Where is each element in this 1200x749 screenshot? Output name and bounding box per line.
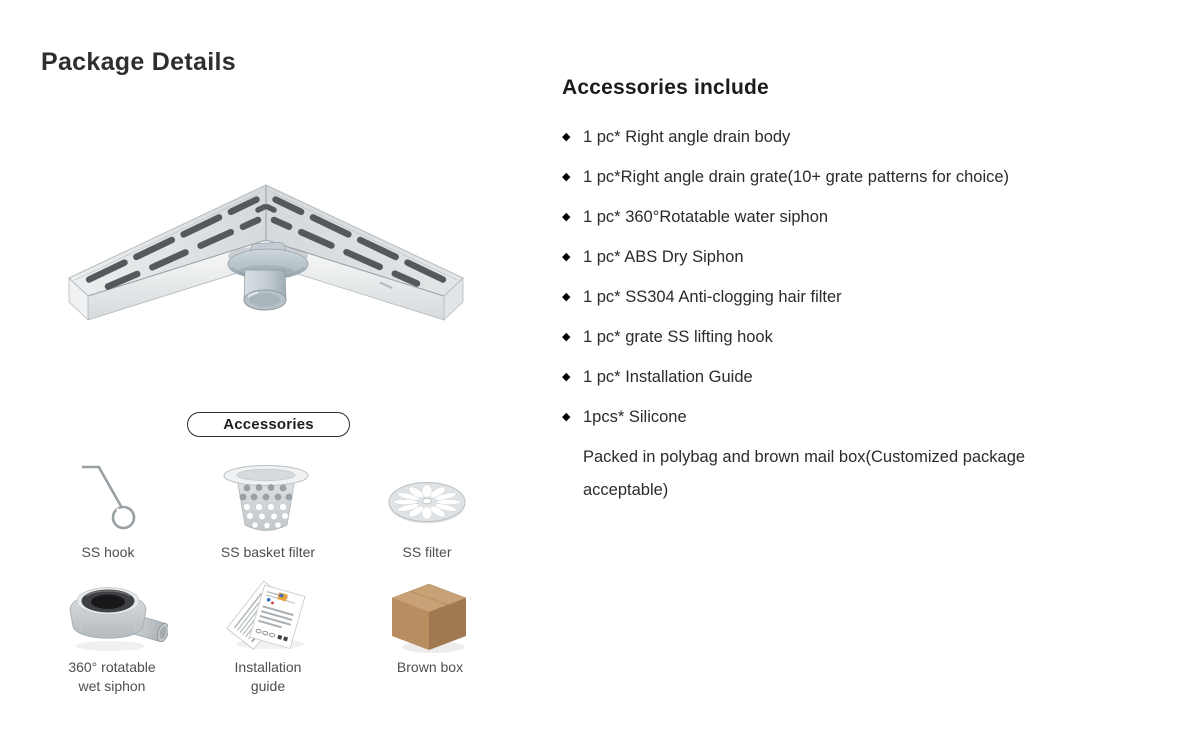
siphon-part [227, 241, 309, 311]
package-item: ◆ 1 pc* Installation Guide [562, 367, 753, 386]
accessory-label: SS filter [402, 544, 452, 560]
diamond-bullet-icon: ◆ [562, 330, 571, 343]
package-item: ◆ 1 pc* Right angle drain body [562, 127, 791, 146]
package-item: ◆ 1 pc* ABS Dry Siphon [562, 247, 744, 266]
package-note-line: acceptable) [583, 481, 669, 499]
accessories-badge-label: Accessories [223, 416, 314, 433]
accessory-label: 360° rotatable wet siphon [68, 659, 156, 694]
accessories-badge: Accessories [187, 412, 350, 437]
diamond-bullet-icon: ◆ [562, 170, 571, 183]
accessory-label: Brown box [396, 659, 464, 675]
installation-guide-image [226, 580, 306, 650]
diamond-bullet-icon: ◆ [562, 250, 571, 263]
ss-filter-image [388, 482, 466, 524]
accessories-include-heading: Accessories include [562, 76, 769, 99]
package-item: ◆ 1 pc* 360°Rotatable water siphon [562, 207, 829, 226]
package-note-line: Packed in polybag and brown mail box(Cus… [583, 448, 1026, 466]
package-item: ◆ 1 pc*Right angle drain grate(10+ grate… [562, 167, 1010, 186]
brown-box-image [391, 583, 467, 653]
accessory-label: SS basket filter [220, 544, 316, 560]
ss-hook-image [82, 465, 136, 530]
page-title: Package Details [41, 48, 236, 76]
package-item: ◆ 1pcs* Silicone [562, 407, 687, 426]
accessory-label: Installation guide [234, 659, 302, 694]
diamond-bullet-icon: ◆ [562, 410, 571, 423]
package-item: ◆ 1 pc* SS304 Anti-clogging hair filter [562, 287, 842, 306]
diamond-bullet-icon: ◆ [562, 210, 571, 223]
wet-siphon-image [69, 587, 168, 651]
diamond-bullet-icon: ◆ [562, 130, 571, 143]
accessory-label: SS hook [81, 544, 135, 560]
diamond-bullet-icon: ◆ [562, 290, 571, 303]
ss-basket-filter-image [223, 465, 309, 531]
package-contents-list: ◆ 1 pc* Right angle drain body ◆ 1 pc*Ri… [562, 117, 1142, 437]
right-angle-drain-image [68, 184, 464, 321]
package-note: Packed in polybag and brown mail box(Cus… [583, 441, 1123, 507]
diamond-bullet-icon: ◆ [562, 370, 571, 383]
package-item: ◆ 1 pc* grate SS lifting hook [562, 327, 773, 346]
